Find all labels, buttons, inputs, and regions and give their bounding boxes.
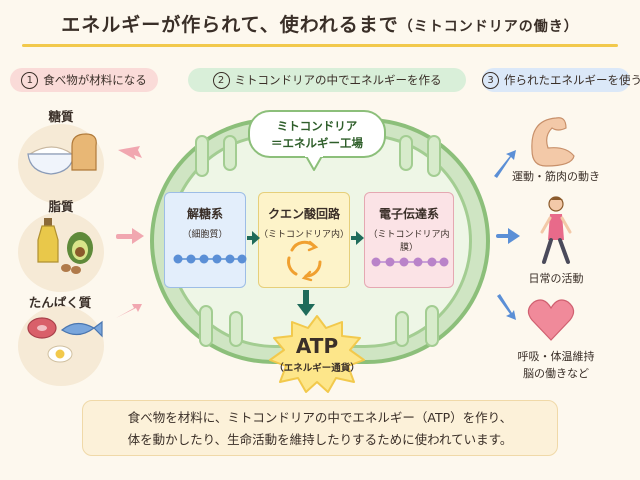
bubble-line-1: ミトコンドリア bbox=[276, 119, 358, 133]
glucose-chain-icon bbox=[173, 254, 247, 264]
food-arrows bbox=[116, 146, 144, 318]
walking-person-icon bbox=[540, 196, 572, 264]
electron-chain-icon bbox=[371, 257, 449, 267]
summary-line-2: 体を動かしたり、生命活動を維持したりするために使われています。 bbox=[127, 432, 513, 447]
atp-burst bbox=[269, 315, 365, 393]
use-arrows bbox=[494, 150, 520, 320]
use-label-vital-line-2: 脳の働きなど bbox=[523, 367, 589, 380]
section-number-2: 2 bbox=[212, 72, 230, 89]
section-pill-1: 1 食べ物が材料になる bbox=[10, 68, 158, 92]
step-sub-glycolysis: （細胞質） bbox=[182, 230, 228, 240]
use-label-vital-line-1: 呼吸・体温維持 bbox=[517, 350, 595, 363]
title-sub: （ミトコンドリアの働き） bbox=[398, 19, 579, 35]
title-underline bbox=[22, 44, 618, 47]
atp-title: ATP bbox=[295, 334, 339, 358]
step-sub-electron-transport: （ミトコンドリア内膜） bbox=[368, 230, 450, 253]
page-title: エネルギーが作られて、使われるまで（ミトコンドリアの働き） bbox=[0, 10, 640, 37]
meat-fish-egg-icon bbox=[27, 317, 103, 363]
summary-line-1: 食べ物を材料に、ミトコンドリアの中でエネルギー（ATP）を作り、 bbox=[127, 410, 513, 425]
section-pill-3: 3 作られたエネルギーを使う bbox=[482, 68, 640, 92]
section-pill-2: 2 ミトコンドリアの中でエネルギーを作る bbox=[188, 68, 466, 92]
step-sub-citric-acid: （ミトコンドリア内） bbox=[259, 230, 350, 240]
bubble-line-2: ＝エネルギー工場 bbox=[271, 136, 363, 150]
step-title-citric-acid: クエン酸回路 bbox=[267, 207, 340, 221]
heart-icon bbox=[527, 299, 575, 341]
food-label-carbs: 糖質 bbox=[48, 109, 74, 124]
step-box-citric-acid: クエン酸回路 （ミトコンドリア内） bbox=[258, 192, 350, 288]
step-box-electron-transport: 電子伝達系 （ミトコンドリア内膜） bbox=[364, 192, 454, 288]
atp-badge: ATP （エネルギー通貨） bbox=[266, 318, 368, 390]
section-label-1: 食べ物が材料になる bbox=[43, 73, 147, 87]
section-label-3: 作られたエネルギーを使う bbox=[504, 73, 640, 87]
use-label-daily: 日常の活動 bbox=[528, 272, 584, 285]
atp-subtitle: （エネルギー通貨） bbox=[274, 363, 360, 374]
food-label-fat: 脂質 bbox=[48, 199, 74, 214]
mitochondria-speech-bubble: ミトコンドリア ＝エネルギー工場 bbox=[248, 110, 386, 158]
section-number-3: 3 bbox=[482, 72, 499, 89]
step-box-glycolysis: 解糖系 （細胞質） bbox=[164, 192, 246, 288]
cycle-arrows-icon bbox=[287, 240, 322, 282]
title-main: エネルギーが作られて、使われるまで bbox=[61, 14, 399, 36]
step-title-glycolysis: 解糖系 bbox=[186, 207, 223, 221]
step-title-electron-transport: 電子伝達系 bbox=[378, 207, 439, 221]
section-label-2: ミトコンドリアの中でエネルギーを作る bbox=[234, 73, 442, 87]
rice-bread-icon bbox=[27, 133, 97, 175]
section-number-1: 1 bbox=[21, 72, 39, 89]
use-label-vital: 呼吸・体温維持 脳の働きなど bbox=[496, 348, 616, 382]
step-arrows bbox=[247, 231, 364, 316]
food-label-protein: たんぱく質 bbox=[28, 295, 92, 310]
summary-box: 食べ物を材料に、ミトコンドリアの中でエネルギー（ATP）を作り、 体を動かしたり… bbox=[82, 400, 558, 456]
oil-avocado-icon bbox=[37, 218, 93, 274]
use-label-exercise: 運動・筋肉の動き bbox=[512, 170, 600, 183]
muscle-arm-icon bbox=[531, 117, 575, 167]
